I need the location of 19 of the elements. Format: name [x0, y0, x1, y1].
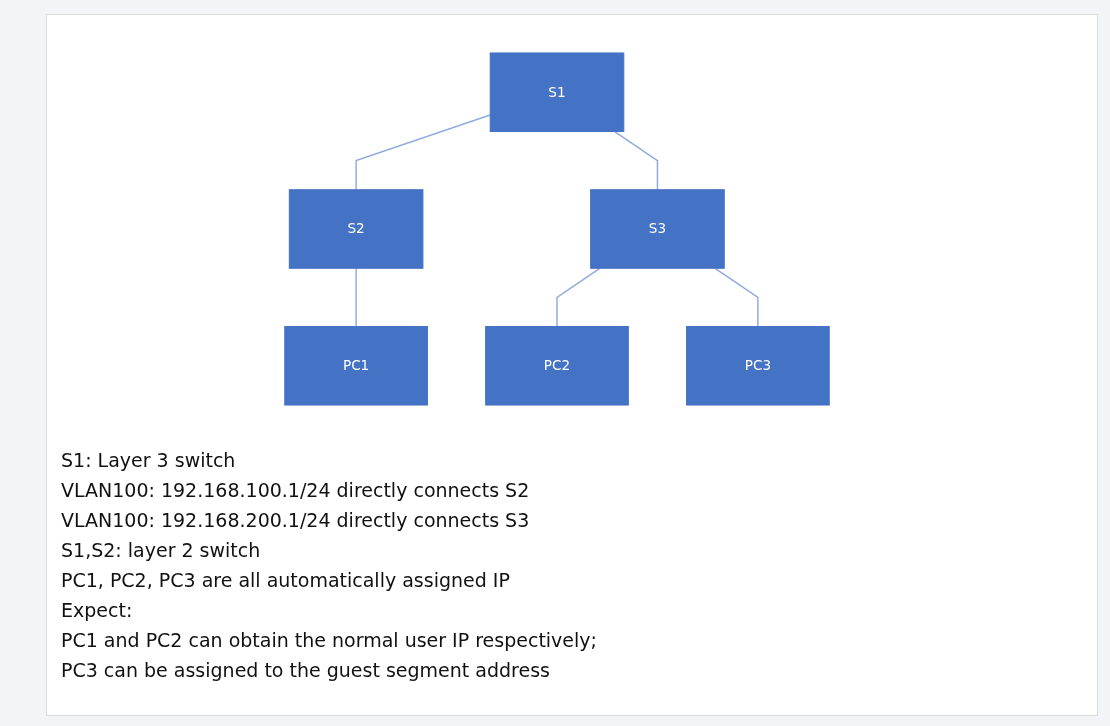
note-text: PC3 can be assigned to the guest segment address [61, 658, 551, 683]
connector [714, 267, 759, 328]
note-text: Expect: [61, 598, 134, 623]
node-box: PC3 [686, 326, 830, 406]
node-box: PC1 [284, 326, 428, 406]
note-text: VLAN100: 192.168.200.1/24 directly connects S3 [61, 508, 531, 533]
note-text: VLAN100: 192.168.100.1/24 directly connects S2 [61, 478, 531, 503]
note-text: PC1 and PC2 can obtain the normal user IP respectively; [61, 628, 597, 653]
note-text: S1: Layer 3 switch [61, 448, 237, 473]
note-text: S1,S2: layer 2 switch [61, 538, 262, 563]
node-box: S1 [489, 52, 625, 132]
connector [613, 130, 659, 191]
connector [355, 267, 357, 328]
node-box: PC2 [485, 326, 629, 406]
node-box: S2 [288, 189, 424, 269]
connector [355, 114, 491, 191]
connector [556, 267, 601, 328]
note-text: PC1, PC2, PC3 are all automatically assigned IP [61, 568, 511, 593]
node-box: S3 [590, 189, 725, 269]
